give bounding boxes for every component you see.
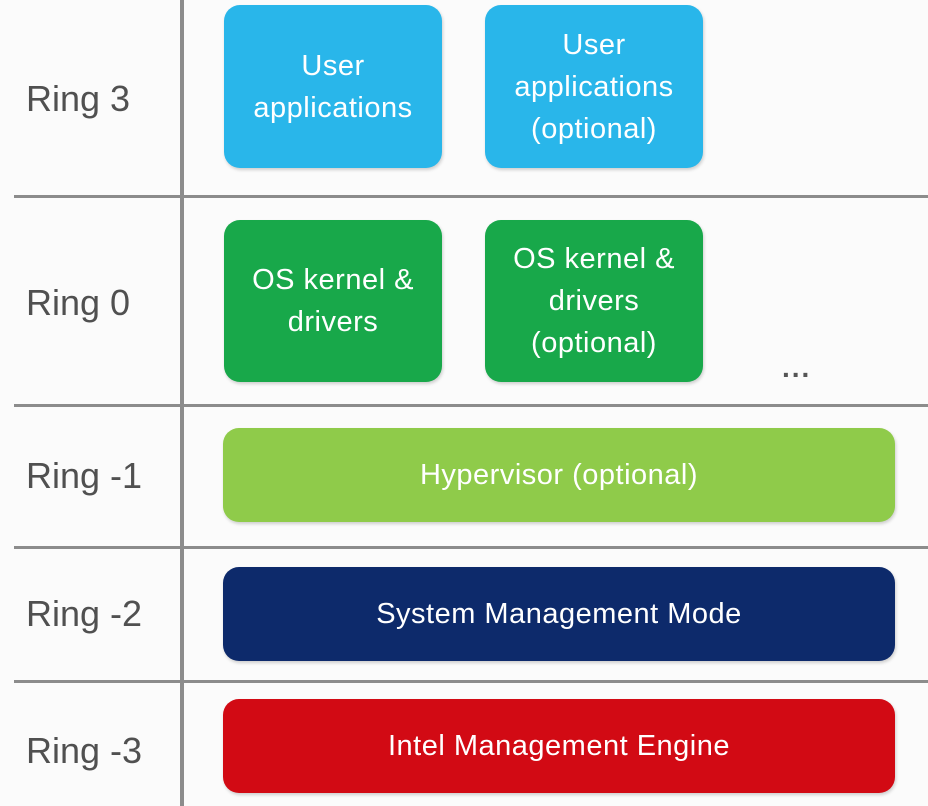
os-kernel-box: OS kernel & drivers: [224, 220, 442, 382]
intel-management-engine-bar: Intel Management Engine: [223, 699, 895, 793]
user-applications-text: User applications: [253, 49, 413, 124]
ring-3-label: Ring 3: [26, 78, 131, 119]
hypervisor-text: Hypervisor (optional): [419, 459, 699, 491]
row-divider-2: [14, 404, 928, 407]
ring-minus1-label: Ring -1: [26, 455, 143, 496]
user-applications-optional-box: User applications (optional): [485, 5, 703, 168]
hypervisor-bar: Hypervisor (optional): [223, 428, 895, 522]
os-kernel-optional-box: OS kernel & drivers (optional): [485, 220, 703, 382]
ring-0-label: Ring 0: [26, 282, 131, 323]
vertical-divider: [180, 0, 184, 806]
ring-minus3-label: Ring -3: [26, 730, 143, 771]
os-kernel-text: OS kernel & drivers: [252, 264, 414, 338]
more-ellipsis: ...: [782, 352, 812, 383]
system-management-mode-text: System Management Mode: [376, 598, 742, 630]
ring-minus2-label: Ring -2: [26, 593, 143, 634]
os-kernel-optional-text: OS kernel & drivers (optional): [513, 243, 675, 359]
row-divider-3: [14, 546, 928, 549]
system-management-mode-bar: System Management Mode: [223, 567, 895, 661]
row-divider-1: [14, 195, 928, 198]
user-applications-box: User applications: [224, 5, 442, 168]
row-divider-4: [14, 680, 928, 683]
intel-management-engine-text: Intel Management Engine: [388, 730, 730, 762]
user-applications-optional-text: User applications (optional): [514, 28, 674, 145]
